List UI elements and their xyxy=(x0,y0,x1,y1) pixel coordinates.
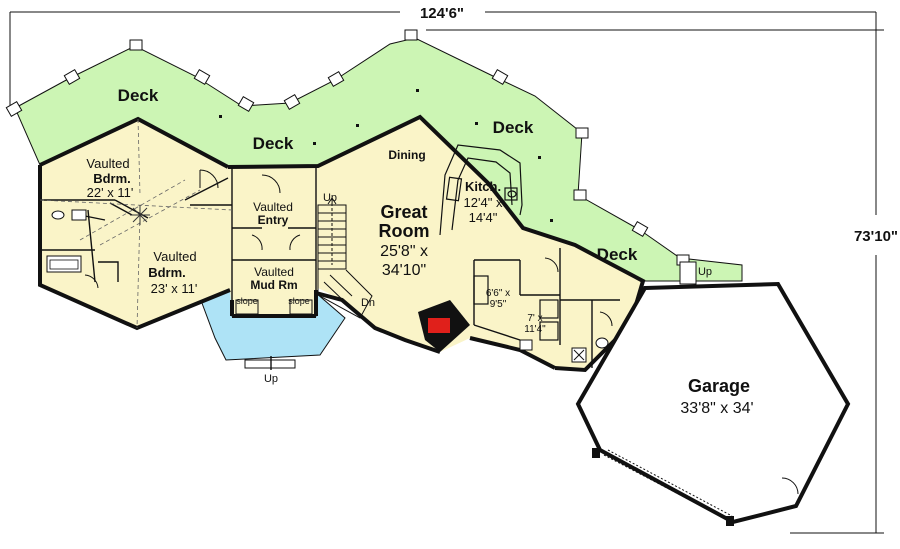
mudroom-bench-right xyxy=(289,299,313,315)
great-room-line2: Room xyxy=(379,221,430,241)
overall-width-label: 124'6" xyxy=(420,5,464,22)
laundry-size1: 7' x xyxy=(527,313,542,324)
stair-down-label: Dn xyxy=(361,297,375,309)
pantry-size1: 6'6" x xyxy=(486,288,510,299)
great-room-size2: 34'10" xyxy=(382,262,426,279)
mudroom-line2: Mud Rm xyxy=(250,278,297,292)
deck-southeast-label: Deck xyxy=(597,245,638,264)
skylight-icon xyxy=(130,205,150,225)
laundry-size2: 11'4" xyxy=(524,324,546,335)
great-room-size1: 25'8" x xyxy=(380,243,428,260)
stair-up-label: Up xyxy=(323,192,337,204)
garage-step-label: Up xyxy=(698,266,712,278)
fireplace xyxy=(418,300,470,352)
bedroom-upper-size: 22' x 11' xyxy=(87,185,134,200)
kitchen-size1: 12'4" x xyxy=(464,195,503,210)
great-room-line1: Great xyxy=(380,202,427,222)
garage-step xyxy=(679,261,697,285)
deck-west-label: Deck xyxy=(118,86,159,105)
garage-door-track xyxy=(603,449,733,521)
garage-door-post-left xyxy=(592,448,600,458)
deck-railing-posts xyxy=(5,29,690,266)
dining-label: Dining xyxy=(388,148,425,162)
mudroom-line1: Vaulted xyxy=(254,265,294,279)
bedroom-lower-line1: Vaulted xyxy=(153,249,196,264)
mudroom-slope-left: slope xyxy=(236,296,258,306)
garage-side-door xyxy=(781,477,799,495)
overall-depth-label: 73'10" xyxy=(854,228,898,245)
bath-fixtures xyxy=(519,337,609,363)
garage-label: Garage xyxy=(688,376,750,396)
staircase xyxy=(317,197,373,319)
bedroom-lower-size: 23' x 11' xyxy=(151,281,198,296)
bedroom-upper-line2: Bdrm. xyxy=(93,171,131,186)
bedroom-fixtures xyxy=(46,202,133,282)
mudroom-bench-left xyxy=(235,299,259,315)
kitchen-size2: 14'4" xyxy=(469,210,498,225)
deck-center-label: Deck xyxy=(253,134,294,153)
dimension-lines xyxy=(9,11,884,534)
house-floor xyxy=(40,117,643,370)
front-steps xyxy=(244,359,296,369)
kitchen-label: Kitch. xyxy=(465,179,501,194)
bedroom-upper-line1: Vaulted xyxy=(86,156,129,171)
front-steps-label: Up xyxy=(264,373,278,385)
kitchen-counters xyxy=(439,144,559,341)
garage-door-post-right xyxy=(726,516,734,526)
deck-east-label: Deck xyxy=(493,118,534,137)
garage-area xyxy=(575,281,851,525)
garage-size: 33'8" x 34' xyxy=(680,400,753,417)
bedroom-lower-line2: Bdrm. xyxy=(148,265,186,280)
interior-walls xyxy=(40,168,620,368)
mudroom-slope-right: slope xyxy=(288,296,310,306)
pantry-size2: 9'5" xyxy=(490,299,507,310)
entry-line1: Vaulted xyxy=(253,200,293,214)
vault-lines xyxy=(39,118,233,329)
entry-line2: Entry xyxy=(258,213,289,227)
door-swings xyxy=(84,169,613,327)
